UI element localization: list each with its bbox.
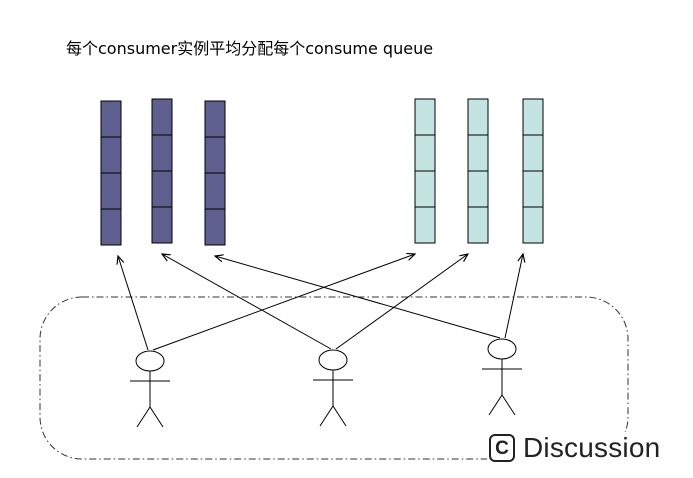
queue-cell <box>522 98 544 136</box>
queue-cell <box>204 100 226 138</box>
queue-cell <box>522 206 544 244</box>
queue-cell <box>151 206 173 244</box>
consumer-right-leg <box>501 394 516 416</box>
queue-cell <box>414 134 436 172</box>
queue-cell <box>100 100 122 138</box>
queue-right-6 <box>522 98 544 244</box>
consumer-right-leg <box>332 405 347 427</box>
copyright-c-icon: C <box>489 434 515 462</box>
queue-cell <box>414 98 436 136</box>
assignment-arrow <box>152 254 415 351</box>
watermark-text: Discussion <box>523 432 661 463</box>
queue-cell <box>100 136 122 174</box>
queue-cell <box>100 172 122 210</box>
queue-cell <box>151 98 173 136</box>
consumer-head <box>487 338 517 360</box>
assignment-arrow <box>504 254 523 339</box>
queue-cell <box>522 134 544 172</box>
consumer-head <box>135 350 165 372</box>
watermark: C Discussion <box>487 432 663 464</box>
consumer-1 <box>130 350 170 428</box>
queue-right-4 <box>414 98 436 244</box>
assignment-arrow <box>118 256 149 351</box>
queue-cell <box>204 208 226 246</box>
queue-cell <box>414 170 436 208</box>
queue-cell <box>151 170 173 208</box>
consumer-head <box>318 349 348 371</box>
consumer-group-boundary <box>39 296 629 460</box>
queue-cell <box>467 170 489 208</box>
queues <box>100 98 544 246</box>
queue-cell <box>204 136 226 174</box>
queue-cell <box>467 206 489 244</box>
consumer-left-leg <box>136 406 151 428</box>
queue-cell <box>522 170 544 208</box>
consumer-2 <box>313 349 353 427</box>
queue-left-1 <box>100 100 122 246</box>
queue-right-5 <box>467 98 489 244</box>
consumer-right-leg <box>149 406 164 428</box>
queue-cell <box>467 98 489 136</box>
consumer-left-leg <box>488 394 503 416</box>
assignment-arrow <box>335 254 468 350</box>
consumers <box>130 338 522 428</box>
queue-left-2 <box>151 98 173 244</box>
consumer-left-leg <box>319 405 334 427</box>
assignment-arrow <box>162 254 332 350</box>
diagram-title: 每个consumer实例平均分配每个consume queue <box>66 39 434 58</box>
consumer-3 <box>482 338 522 416</box>
queue-cell <box>204 172 226 210</box>
queue-cell <box>100 208 122 246</box>
queue-cell <box>414 206 436 244</box>
assignment-arrows <box>118 254 523 351</box>
queue-cell <box>467 134 489 172</box>
queue-cell <box>151 134 173 172</box>
assignment-arrow <box>215 256 501 339</box>
queue-left-3 <box>204 100 226 246</box>
